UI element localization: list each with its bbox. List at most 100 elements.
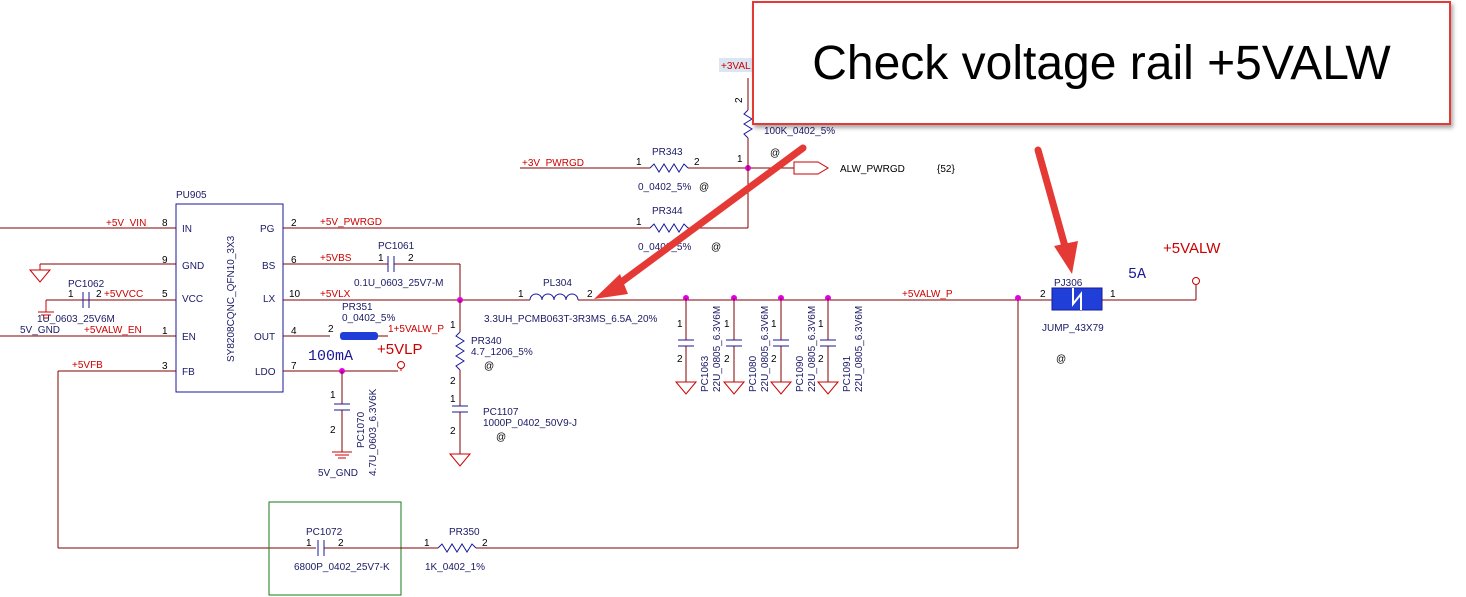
- pc1063-ref: PC1063: [700, 355, 711, 392]
- pc1070-pin1: 1: [330, 390, 336, 401]
- jumper-current: 5A: [1128, 266, 1146, 283]
- pc1107-pin2: 2: [450, 426, 456, 437]
- left-wires: +5V_VIN PC1062 1 2 +5VVCC 1U_0603_25V6M …: [0, 218, 316, 549]
- pr340-pin1: 1: [450, 320, 456, 331]
- pin-name-bs: BS: [262, 261, 276, 272]
- pr343-at: @: [699, 182, 709, 193]
- pin-num-1: 1: [162, 326, 168, 337]
- pc1072-value: 6800P_0402_25V7-K: [294, 562, 390, 573]
- pr351-ref: PR351: [342, 302, 373, 313]
- pc1072-pin1: 1: [306, 538, 312, 549]
- cap-pc1091: 1 2 PC1091 22U_0805_6.3V6M: [816, 298, 865, 395]
- pc1063-pin1: 1: [677, 319, 683, 330]
- pin-num-2: 2: [291, 218, 297, 229]
- pr351-pin2: 2: [328, 324, 334, 335]
- pr340-pin2: 2: [450, 376, 456, 387]
- net-5v-vin: +5V_VIN: [106, 218, 146, 229]
- annotation-arrows: [594, 144, 1078, 299]
- pc1107-ref: PC1107: [483, 407, 519, 418]
- net-5valw-en: +5VALW_EN: [84, 325, 142, 336]
- pc1062-pin2: 2: [96, 289, 102, 300]
- ldo-current: 100mA: [308, 348, 353, 365]
- pc1063-value: 22U_0805_6.3V6M: [712, 306, 723, 392]
- pr-top-value: 100K_0402_5%: [764, 126, 835, 137]
- net-alw-pwrgd-ref: {52}: [937, 164, 955, 175]
- pc1090-pin1: 1: [771, 319, 777, 330]
- pj306-pin2: 2: [1040, 289, 1046, 300]
- pr-top-pin1: 1: [737, 154, 743, 165]
- inductor-pl304: PL304 1 2 3.3UH_PCMB063T-3R3MS_6.5A_20%: [484, 278, 658, 325]
- pr344-at: @: [711, 242, 721, 253]
- pin-name-in: IN: [182, 224, 192, 235]
- pl304-pin1: 1: [518, 289, 524, 300]
- pc1091-ref: PC1091: [842, 355, 853, 392]
- pc1091-pin2: 2: [818, 354, 824, 365]
- net-5v-pwrgd: +5V_PWRGD: [320, 217, 382, 228]
- pc1061-value: 0.1U_0603_25V7-M: [354, 278, 444, 289]
- pc1090-ref: PC1090: [795, 355, 806, 392]
- net-5vlp: +5VLP: [377, 341, 422, 358]
- pj306-at: @: [1056, 354, 1066, 365]
- pr343-value: 0_0402_5%: [638, 182, 691, 193]
- pc1062-ref: PC1062: [68, 279, 105, 290]
- pc1062-pin1: 1: [68, 289, 74, 300]
- net-3valw: +3VAL: [721, 61, 751, 72]
- pin-num-7: 7: [291, 361, 297, 372]
- pc1070-pin2: 2: [330, 425, 336, 436]
- pr350-pin1: 1: [424, 538, 430, 549]
- pin-num-4: 4: [291, 326, 297, 337]
- net-5vbs: +5VBS: [320, 253, 352, 264]
- net-5valw-p-1: 1+5VALW_P: [388, 324, 444, 335]
- pr-top-at: @: [770, 148, 780, 159]
- pin-name-ldo: LDO: [255, 367, 276, 378]
- pc1107-value: 1000P_0402_50V9-J: [483, 418, 577, 429]
- pr340-value: 4.7_1206_5%: [471, 347, 533, 358]
- pr351-body: [340, 332, 378, 340]
- pc1091-value: 22U_0805_6.3V6M: [854, 306, 865, 392]
- net-5v-gnd-left: 5V_GND: [20, 325, 60, 336]
- pc1061-pin2: 2: [408, 253, 414, 264]
- arrow-to-inductor: [608, 144, 807, 293]
- pr343-pin1: 1: [636, 157, 642, 168]
- cap-pc1090: 1 2 PC1090 22U_0805_6.3V6M: [769, 298, 818, 395]
- powergood-network: +3V_PWRGD PR343 1 2 0_0402_5% @ ALW_PWRG…: [520, 58, 955, 253]
- pc1061-ref: PC1061: [378, 241, 415, 252]
- pj306-value: JUMP_43X79: [1042, 323, 1104, 334]
- pin-name-lx: LX: [263, 294, 276, 305]
- pc1072-ref: PC1072: [306, 527, 343, 538]
- pin-num-6: 6: [291, 255, 297, 266]
- pc1063-pin2: 2: [677, 354, 683, 365]
- cap-pc1063: 1 2 PC1063 22U_0805_6.3V6M: [674, 298, 723, 395]
- pin-name-gnd: GND: [182, 261, 204, 272]
- net-3valw-bg: [719, 58, 752, 72]
- pc1107-at: @: [496, 432, 506, 443]
- pr351-value: 0_0402_5%: [342, 313, 395, 324]
- right-wires: +5V_PWRGD +5VBS PC1061 1 2 0.1U_0603_25V…: [283, 217, 650, 479]
- net-5vvcc: +5VVCC: [104, 289, 143, 300]
- arrowhead-inductor: [594, 274, 628, 299]
- pr344-ref: PR344: [652, 206, 683, 217]
- chip-ref: PU905: [176, 190, 207, 201]
- pc1107-pin1: 1: [450, 394, 456, 405]
- pc1072-pin2: 2: [338, 538, 344, 549]
- pc1070-ref: PC1070: [356, 411, 367, 448]
- pin-num-8: 8: [162, 218, 168, 229]
- callout-text: Check voltage rail +5VALW: [812, 36, 1391, 90]
- pr343-pin2: 2: [694, 157, 700, 168]
- pin-name-pg: PG: [260, 224, 275, 235]
- pj306-ref: PJ306: [1054, 278, 1083, 289]
- pr340-at: @: [484, 361, 494, 372]
- net-5vfb: +5VFB: [72, 360, 103, 371]
- pin-name-out: OUT: [254, 332, 275, 343]
- snubber: 1 2 PR340 4.7_1206_5% @ 1 2 PC1107 1000P…: [448, 300, 577, 467]
- pc1090-pin2: 2: [771, 354, 777, 365]
- pl304-value: 3.3UH_PCMB063T-3R3MS_6.5A_20%: [484, 314, 658, 325]
- pr350-value: 1K_0402_1%: [425, 562, 485, 573]
- pin-name-en: EN: [182, 332, 196, 343]
- pc1062-value: 1U_0603_25V6M: [37, 314, 115, 325]
- pc1061-pin1: 1: [378, 253, 384, 264]
- chip-part: SY8208CQNC_QFN10_3X3: [226, 235, 237, 362]
- pc1080-pin1: 1: [724, 319, 730, 330]
- pr343-ref: PR343: [652, 147, 683, 158]
